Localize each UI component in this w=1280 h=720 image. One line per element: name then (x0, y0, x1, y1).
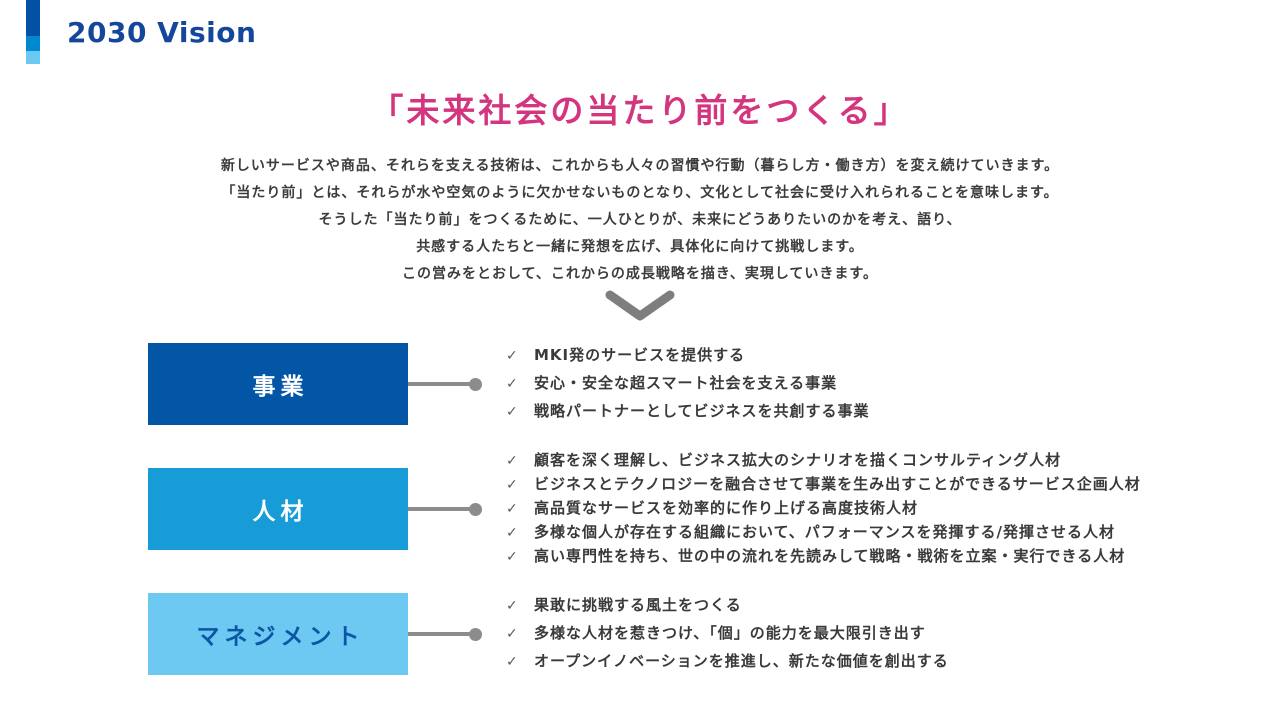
list-item-text: 高品質なサービスを効率的に作り上げる高度技術人材 (534, 499, 919, 517)
list-item: ✓ 高品質なサービスを効率的に作り上げる高度技術人材 (506, 497, 1141, 521)
list-item-text: 多様な個人が存在する組織において、パフォーマンスを発揮する/発揮させる人材 (534, 523, 1115, 541)
list-item: ✓ MKI発のサービスを提供する (506, 342, 870, 370)
list-item-text: 果敢に挑戦する風土をつくる (534, 596, 742, 614)
list-item: ✓ ビジネスとテクノロジーを融合させて事業を生み出すことができるサービス企画人材 (506, 473, 1141, 497)
check-icon: ✓ (506, 626, 519, 642)
connector (408, 377, 482, 391)
connector-dot (469, 377, 482, 391)
vision-description-line: 「当たり前」とは、それらが水や空気のように欠かせないものとなり、文化として社会に… (221, 185, 1059, 201)
talent-box: 人材 (148, 468, 408, 550)
list-item: ✓ 顧客を深く理解し、ビジネス拡大のシナリオを描くコンサルティング人材 (506, 449, 1141, 473)
vision-description-line: そうした「当たり前」をつくるために、一人ひとりが、未来にどうありたいのかを考え、… (318, 212, 962, 228)
vision-description-line: 新しいサービスや商品、それらを支える技術は、これからも人々の習慣や行動（暮らし方… (220, 158, 1060, 174)
check-icon: ✓ (506, 501, 519, 517)
check-icon: ✓ (506, 404, 519, 420)
connector (408, 502, 482, 516)
check-icon: ✓ (506, 598, 519, 614)
list-item: ✓ 多様な人材を惹きつけ、「個」の能力を最大限引き出す (506, 620, 949, 648)
list-item-text: ビジネスとテクノロジーを融合させて事業を生み出すことができるサービス企画人材 (534, 475, 1141, 493)
page-title: 2030 Vision (67, 16, 257, 49)
check-icon: ✓ (506, 525, 519, 541)
business-list: ✓ MKI発のサービスを提供する ✓ 安心・安全な超スマート社会を支える事業 ✓ 戦略… (506, 342, 870, 426)
list-item-text: 高い専門性を持ち、世の中の流れを先読みして戦略・戦術を立案・実行できる人材 (534, 547, 1126, 565)
accent-bar-segment-dark (26, 0, 40, 36)
connector (408, 627, 482, 641)
connector-line (408, 632, 470, 636)
check-icon: ✓ (506, 477, 519, 493)
check-icon: ✓ (506, 453, 519, 469)
list-item: ✓ 多様な個人が存在する組織において、パフォーマンスを発揮する/発揮させる人材 (506, 521, 1141, 545)
list-item: ✓ 安心・安全な超スマート社会を支える事業 (506, 370, 870, 398)
vision-sections: 事業 ✓ MKI発のサービスを提供する ✓ 安心・安全な超スマート社会を支える事業 … (148, 343, 1141, 718)
list-item: ✓ オープンイノベーションを推進し、新たな価値を創出する (506, 648, 949, 676)
list-item: ✓ 戦略パートナーとしてビジネスを共創する事業 (506, 398, 870, 426)
vision-description-line: この営みをとおして、これからの成長戦略を描き、実現していきます。 (401, 266, 879, 282)
management-box: マネジメント (148, 593, 408, 675)
accent-bar-segment-mid (26, 36, 40, 51)
section-row-business: 事業 ✓ MKI発のサービスを提供する ✓ 安心・安全な超スマート社会を支える事業 … (148, 343, 1141, 425)
business-box: 事業 (148, 343, 408, 425)
check-icon: ✓ (506, 348, 519, 364)
accent-bar-segment-light (26, 51, 40, 64)
connector-line (408, 382, 470, 386)
chevron-down-icon (0, 289, 1280, 323)
check-icon: ✓ (506, 376, 519, 392)
talent-list: ✓ 顧客を深く理解し、ビジネス拡大のシナリオを描くコンサルティング人材 ✓ ビジネス… (506, 449, 1141, 569)
check-icon: ✓ (506, 654, 519, 670)
connector-dot (469, 627, 482, 641)
list-item: ✓ 高い専門性を持ち、世の中の流れを先読みして戦略・戦術を立案・実行できる人材 (506, 545, 1141, 569)
list-item: ✓ 果敢に挑戦する風土をつくる (506, 592, 949, 620)
section-row-management: マネジメント ✓ 果敢に挑戦する風土をつくる ✓ 多様な人材を惹きつけ、「個」の能力… (148, 593, 1141, 675)
vision-description-line: 共感する人たちと一緒に発想を広げ、具体化に向けて挑戦します。 (416, 239, 864, 255)
connector-line (408, 507, 470, 511)
list-item-text: 安心・安全な超スマート社会を支える事業 (534, 374, 838, 392)
list-item-text: 多様な人材を惹きつけ、「個」の能力を最大限引き出す (534, 624, 926, 642)
vision-statement-title: 「未来社会の当たり前をつくる」 (370, 91, 910, 130)
accent-bar (26, 0, 40, 64)
list-item-text: オープンイノベーションを推進し、新たな価値を創出する (534, 652, 949, 670)
list-item-text: 戦略パートナーとしてビジネスを共創する事業 (534, 402, 870, 420)
section-row-talent: 人材 ✓ 顧客を深く理解し、ビジネス拡大のシナリオを描くコンサルティング人材 ✓ ビ… (148, 451, 1141, 565)
vision-description: 新しいサービスや商品、それらを支える技術は、これからも人々の習慣や行動（暮らし方… (0, 153, 1280, 288)
list-item-text: MKI発のサービスを提供する (534, 346, 746, 364)
check-icon: ✓ (506, 549, 519, 565)
connector-dot (469, 502, 482, 516)
list-item-text: 顧客を深く理解し、ビジネス拡大のシナリオを描くコンサルティング人材 (534, 451, 1062, 469)
management-list: ✓ 果敢に挑戦する風土をつくる ✓ 多様な人材を惹きつけ、「個」の能力を最大限引き出… (506, 592, 949, 676)
